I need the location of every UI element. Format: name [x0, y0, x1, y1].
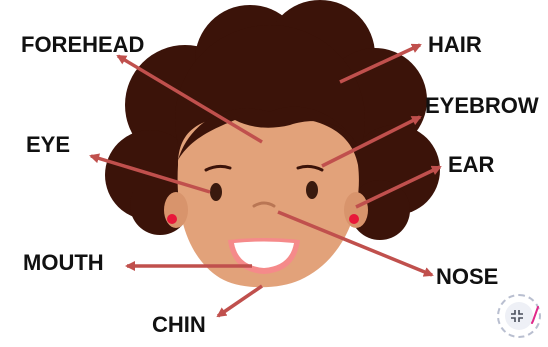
label-mouth: MOUTH [23, 252, 104, 274]
label-eyebrow: EYEBROW [425, 95, 539, 117]
label-nose: NOSE [436, 266, 498, 288]
label-chin: CHIN [152, 314, 206, 336]
label-hair: HAIR [428, 34, 482, 56]
label-forehead: FOREHEAD [21, 34, 144, 56]
zoom-badge[interactable] [497, 294, 541, 338]
zoom-icon[interactable] [509, 308, 525, 324]
pen-icon [529, 306, 541, 324]
right-earring [349, 214, 359, 224]
label-eye: EYE [26, 134, 70, 156]
label-ear: EAR [448, 154, 494, 176]
left-earring [167, 214, 177, 224]
arrow-chin [218, 286, 262, 316]
